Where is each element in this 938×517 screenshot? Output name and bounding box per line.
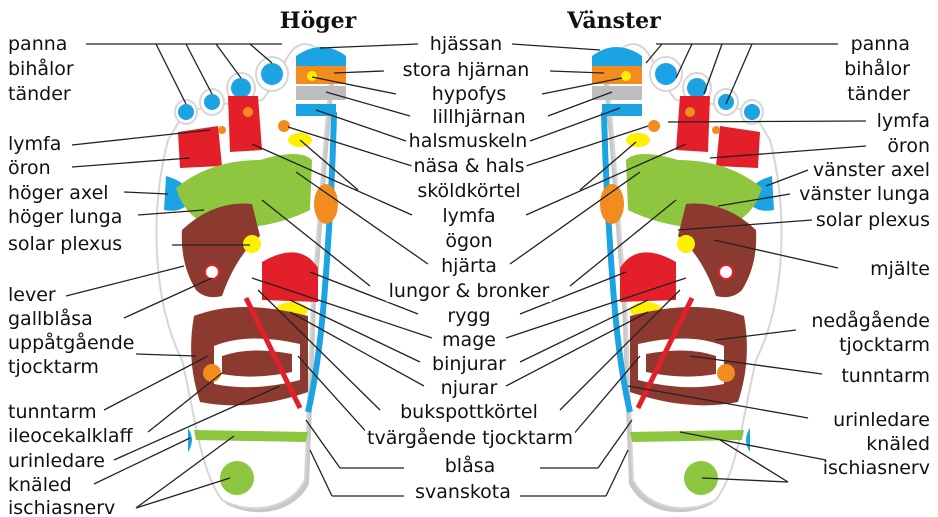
label-panna-left: panna xyxy=(851,33,910,55)
label-lungor-bronker: lungor & bronker xyxy=(387,280,552,302)
label-halsmuskeln: halsmuskeln xyxy=(407,130,530,152)
label-panna-right: panna xyxy=(8,33,67,55)
label-hypofys: hypofys xyxy=(430,83,508,105)
label-vanster-axel: vänster axel xyxy=(813,159,930,181)
label-oron-left: öron xyxy=(887,135,930,157)
label-hjarta: hjärta xyxy=(439,255,499,277)
label-uppatgaende: uppåtgående xyxy=(8,332,134,354)
label-urinledare-left: urinledare xyxy=(833,409,930,431)
label-mjalte: mjälte xyxy=(870,258,930,280)
label-hjassan: hjässan xyxy=(428,33,504,55)
label-blasa: blåsa xyxy=(443,455,498,477)
label-tunntarm-right: tunntarm xyxy=(8,401,97,423)
label-tander-left: tänder xyxy=(847,83,910,105)
label-lymfa-left: lymfa xyxy=(877,110,930,132)
label-mage: mage xyxy=(440,329,498,351)
label-stora-hjarnan: stora hjärnan xyxy=(401,59,532,81)
label-bihalor-left: bihålor xyxy=(844,58,910,80)
label-lymfa-center: lymfa xyxy=(440,205,497,227)
label-tjocktarm-left: tjocktarm xyxy=(839,334,930,356)
label-ischiasnerv-right: ischiasnerv xyxy=(8,497,115,517)
label-bukspottkortel: bukspottkörtel xyxy=(398,401,540,423)
label-rygg: rygg xyxy=(445,305,492,327)
label-nedagaende: nedågående xyxy=(811,310,930,332)
label-tander-right: tänder xyxy=(8,83,71,105)
label-nasa-hals: näsa & hals xyxy=(412,155,527,177)
label-tvargaende-tjocktarm: tvärgående tjocktarm xyxy=(365,427,575,449)
label-tunntarm-left: tunntarm xyxy=(841,365,930,387)
label-vanster-lunga: vänster lunga xyxy=(799,183,930,205)
label-binjurar: binjurar xyxy=(430,353,508,375)
label-svanskota: svanskota xyxy=(413,481,513,503)
label-solar-plexus-left: solar plexus xyxy=(816,209,930,231)
label-ogon: ögon xyxy=(443,230,494,252)
left-foot-title: Vänster xyxy=(567,8,660,34)
label-bihalor-right: bihålor xyxy=(8,58,74,80)
label-knaled-right: knäled xyxy=(8,474,72,496)
left-foot-map xyxy=(592,44,782,512)
label-skoldkortel: sköldkörtel xyxy=(415,180,522,202)
label-ileocekalklaff: ileocekalklaff xyxy=(8,425,133,447)
label-njurar: njurar xyxy=(439,377,500,399)
label-ischiasnerv-left: ischiasnerv xyxy=(823,457,930,479)
label-knaled-left: knäled xyxy=(866,433,930,455)
label-urinledare-right: urinledare xyxy=(8,450,105,472)
label-hoger-axel: höger axel xyxy=(8,182,109,204)
label-lillhjarnan: lillhjärnan xyxy=(430,106,527,128)
right-foot-title: Höger xyxy=(280,8,356,34)
label-lymfa-right: lymfa xyxy=(8,133,61,155)
right-foot-map xyxy=(156,44,346,512)
label-lever: lever xyxy=(8,284,56,306)
label-gallblasa: gallblåsa xyxy=(8,308,93,330)
label-hoger-lunga: höger lunga xyxy=(8,206,122,228)
label-solar-plexus-right: solar plexus xyxy=(8,233,122,255)
label-oron-right: öron xyxy=(8,157,51,179)
label-tjocktarm-right: tjocktarm xyxy=(8,356,99,378)
